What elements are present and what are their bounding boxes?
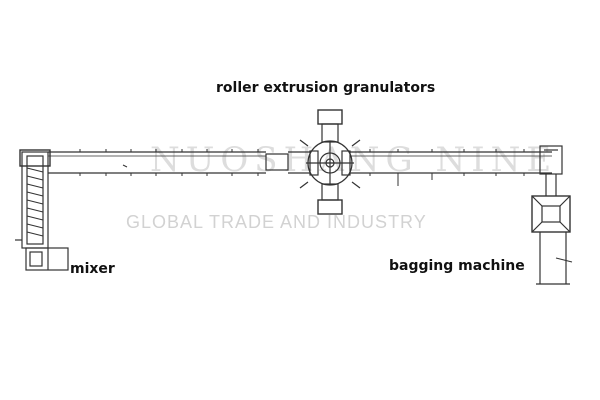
granulator-bottom-frame <box>321 183 339 201</box>
granulator-station <box>299 109 361 215</box>
mixer-inner-chamber <box>26 155 44 245</box>
conveyor-head-pulley <box>539 145 563 175</box>
bagging-machine-label: bagging machine <box>389 258 525 274</box>
mixer-label: mixer <box>70 261 115 277</box>
mixer-screw-flights <box>26 167 44 237</box>
conveyor-left-idlers <box>79 149 259 176</box>
feed-hopper <box>265 153 289 171</box>
conveyor-right-idlers <box>369 149 525 176</box>
granulator-braces <box>299 139 361 189</box>
mixer-equipment <box>15 149 69 271</box>
bagging-hopper-diagonals <box>531 195 571 233</box>
granulator-bottom-drive <box>317 199 343 215</box>
bagging-leader-line <box>555 257 573 263</box>
granulator-label: roller extrusion granulators <box>216 80 436 96</box>
watermark-tagline: GLOBAL TRADE AND INDUSTRY <box>126 212 427 232</box>
conveyor-right-supports <box>397 176 433 186</box>
conveyor-tick-mark <box>122 164 128 168</box>
bagging-equipment <box>531 174 573 285</box>
conveyor-left <box>48 149 310 176</box>
granulator-right-plate <box>341 150 351 176</box>
mixer-motor <box>29 251 43 267</box>
bagging-hopper-inner <box>541 205 561 223</box>
granulator-left-plate <box>309 150 319 176</box>
mixer-top-cap <box>19 149 51 167</box>
granulator-top-frame <box>321 123 339 143</box>
bagging-hopper <box>531 195 571 233</box>
granulator-top-drive <box>317 109 343 125</box>
conveyor-right <box>350 145 563 186</box>
mixer-base <box>25 247 69 271</box>
